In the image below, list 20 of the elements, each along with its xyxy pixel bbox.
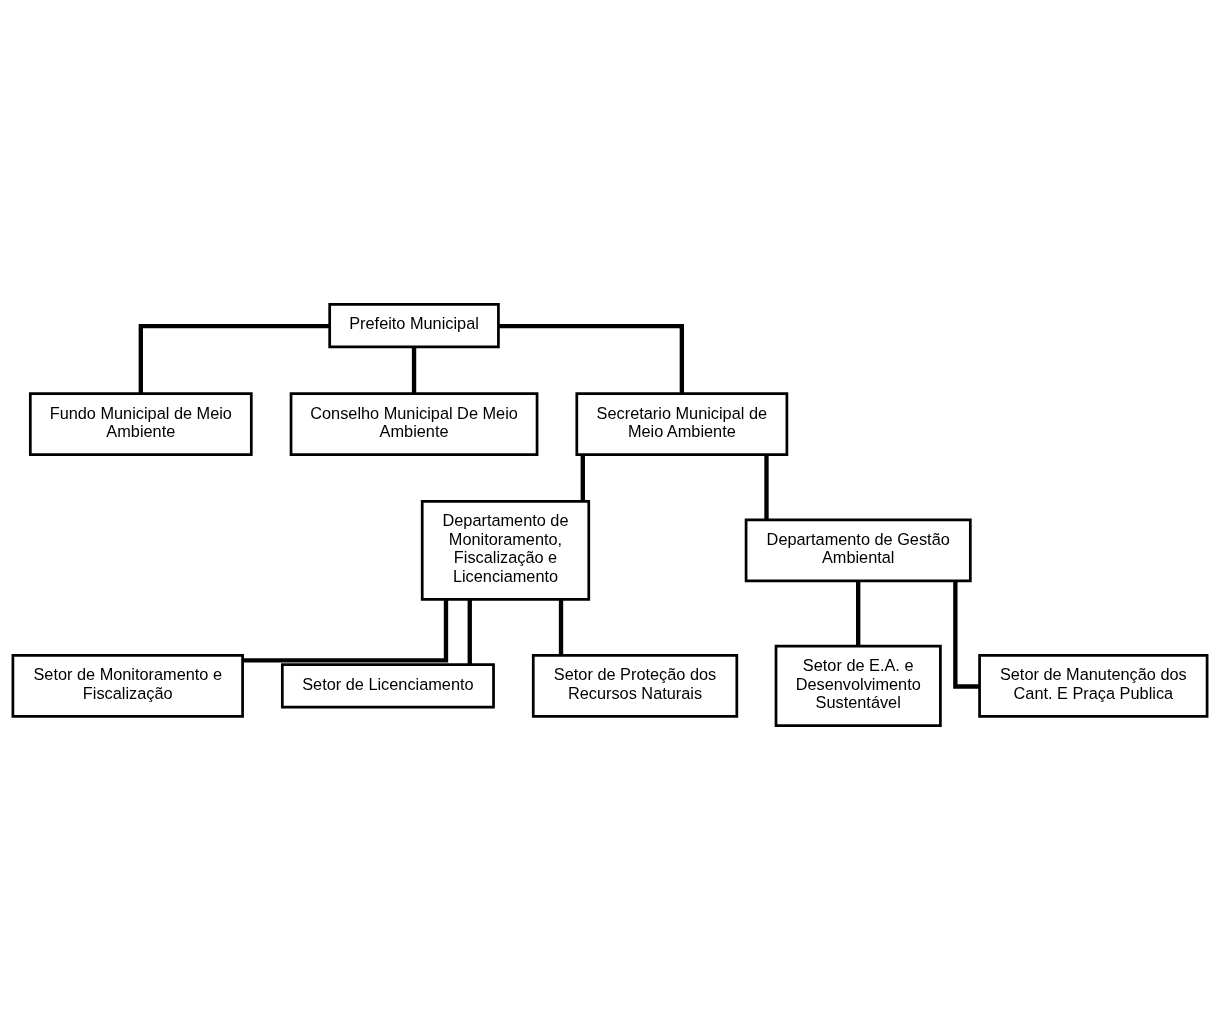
node-box: Conselho Municipal De Meio Ambiente xyxy=(289,391,539,456)
node-box: Secretario Municipal de Meio Ambiente xyxy=(575,391,789,456)
connector xyxy=(467,599,472,664)
connector xyxy=(856,580,861,646)
node-box: Fundo Municipal de Meio Ambiente xyxy=(28,391,253,456)
node-box: Setor de Licenciamento xyxy=(280,662,495,708)
node-box: Setor de Manutenção dos Cant. E Praça Publica xyxy=(978,653,1209,718)
connector xyxy=(411,346,417,393)
connector xyxy=(580,454,585,501)
node-box: Prefeito Municipal xyxy=(328,302,500,348)
node-box: Departamento de Monitoramento, Fiscalização e Licenciamento xyxy=(420,499,591,601)
connector xyxy=(498,323,685,393)
node-box: Setor de Monitoramento e Fiscalização xyxy=(11,653,244,718)
node-box: Setor de Proteção dos Recursos Naturais xyxy=(531,653,739,718)
connector xyxy=(138,323,330,393)
connector xyxy=(558,599,564,655)
node-box: Setor de E.A. e Desenvolvimento Sustentável xyxy=(774,644,942,727)
connector xyxy=(764,454,769,520)
node-box: Departamento de Gestão Ambiental xyxy=(744,518,972,582)
connector xyxy=(242,599,449,662)
